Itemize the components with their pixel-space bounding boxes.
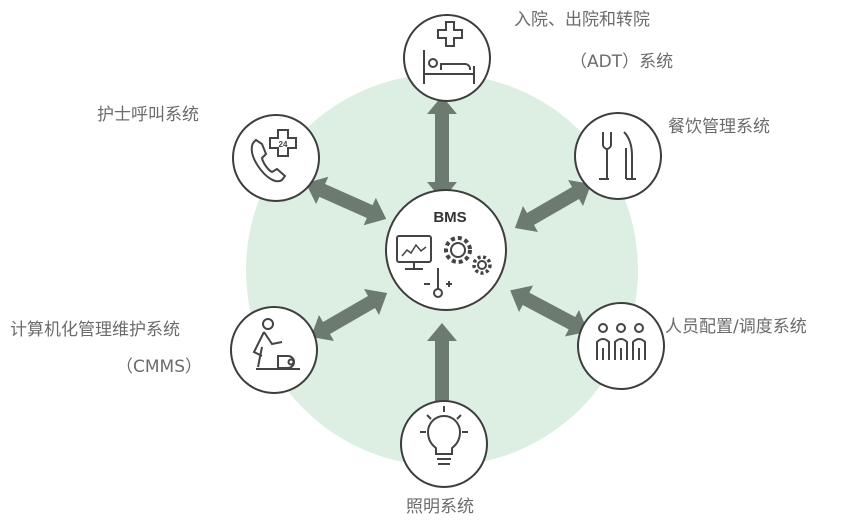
nurse-call-node: 24 <box>232 114 320 202</box>
arrow-bms-adt <box>427 96 457 200</box>
adt-label-line-1: 入院、出院和转院 <box>514 10 650 30</box>
phone-medical-24-icon: 24 <box>250 129 297 183</box>
adt-label-line-2: （ADT）系统 <box>570 52 674 72</box>
connector-arrows <box>305 96 592 427</box>
arrow-bms-lighting <box>427 323 457 427</box>
nurse-call-label: 护士呼叫系统 <box>97 105 199 125</box>
cmms-label-line-1: 计算机化管理维护系统 <box>10 320 180 340</box>
adt-node <box>403 14 491 102</box>
light-bulb-icon <box>420 406 468 465</box>
cmms-node <box>230 306 318 394</box>
staff-label: 人员配置/调度系统 <box>665 317 807 337</box>
dining-node <box>574 112 662 200</box>
svg-text:24: 24 <box>279 140 288 149</box>
lighting-node <box>400 400 488 488</box>
arrow-bms-cmms <box>310 289 388 341</box>
fork-knife-icon <box>599 131 636 180</box>
hospital-bed-icon <box>423 21 475 84</box>
lighting-label: 照明系统 <box>406 497 474 517</box>
bms-node: BMS <box>385 189 507 311</box>
dining-label: 餐饮管理系统 <box>668 117 770 137</box>
arrow-bms-nurse <box>305 176 387 226</box>
monitor-gears-thermometer-icon <box>396 235 492 298</box>
maintenance-worker-icon <box>252 318 300 370</box>
arrow-bms-staff <box>510 285 588 337</box>
cmms-label-line-2: （CMMS） <box>116 357 202 377</box>
arrow-bms-dining <box>514 180 592 232</box>
staff-group-icon <box>596 323 646 360</box>
staff-node <box>577 302 665 390</box>
bms-title: BMS <box>433 209 466 226</box>
